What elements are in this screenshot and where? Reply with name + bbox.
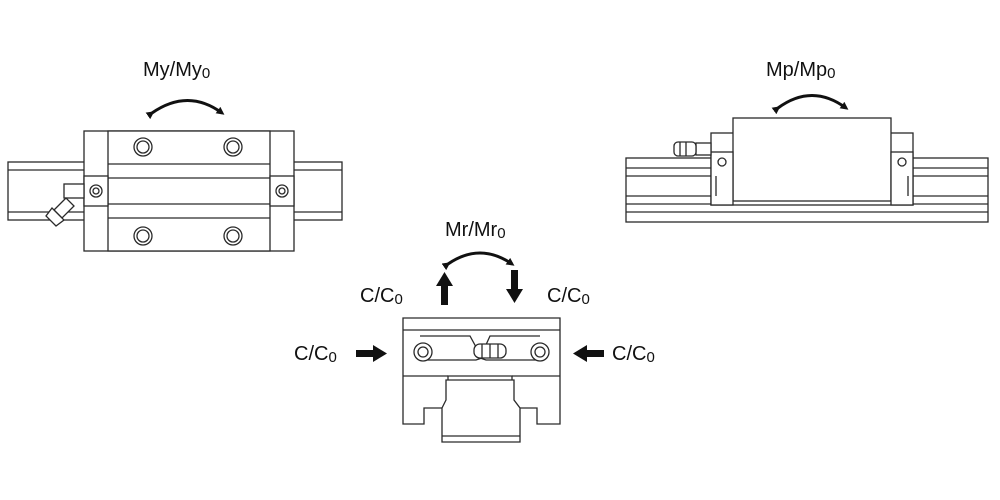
load-label-right: C/C0 (612, 343, 655, 366)
roll-moment-arrow (441, 251, 515, 271)
grease-nipple-icon (473, 343, 507, 359)
pitch-moment-arrow (771, 94, 849, 115)
load-label-top-left: C/C0 (360, 285, 403, 308)
top-view-block (7, 130, 343, 252)
grease-nipple-icon (673, 141, 712, 157)
right-side-load-arrow (573, 345, 604, 362)
left-side-load-arrow (356, 345, 387, 362)
roll-moment-label: Mr/Mr0 (445, 219, 506, 242)
load-label-top-right: C/C0 (547, 285, 590, 308)
upward-load-arrow (436, 272, 453, 305)
load-label-left: C/C0 (294, 343, 337, 366)
downward-load-arrow (506, 270, 523, 303)
front-view-block (402, 317, 561, 443)
side-view-block (625, 117, 989, 223)
yaw-moment-arrow (145, 99, 225, 120)
rail-front-view (441, 379, 521, 443)
yaw-moment-label: My/My0 (143, 59, 210, 82)
pitch-moment-label: Mp/Mp0 (766, 59, 835, 82)
grease-nipple-icon (45, 183, 85, 227)
